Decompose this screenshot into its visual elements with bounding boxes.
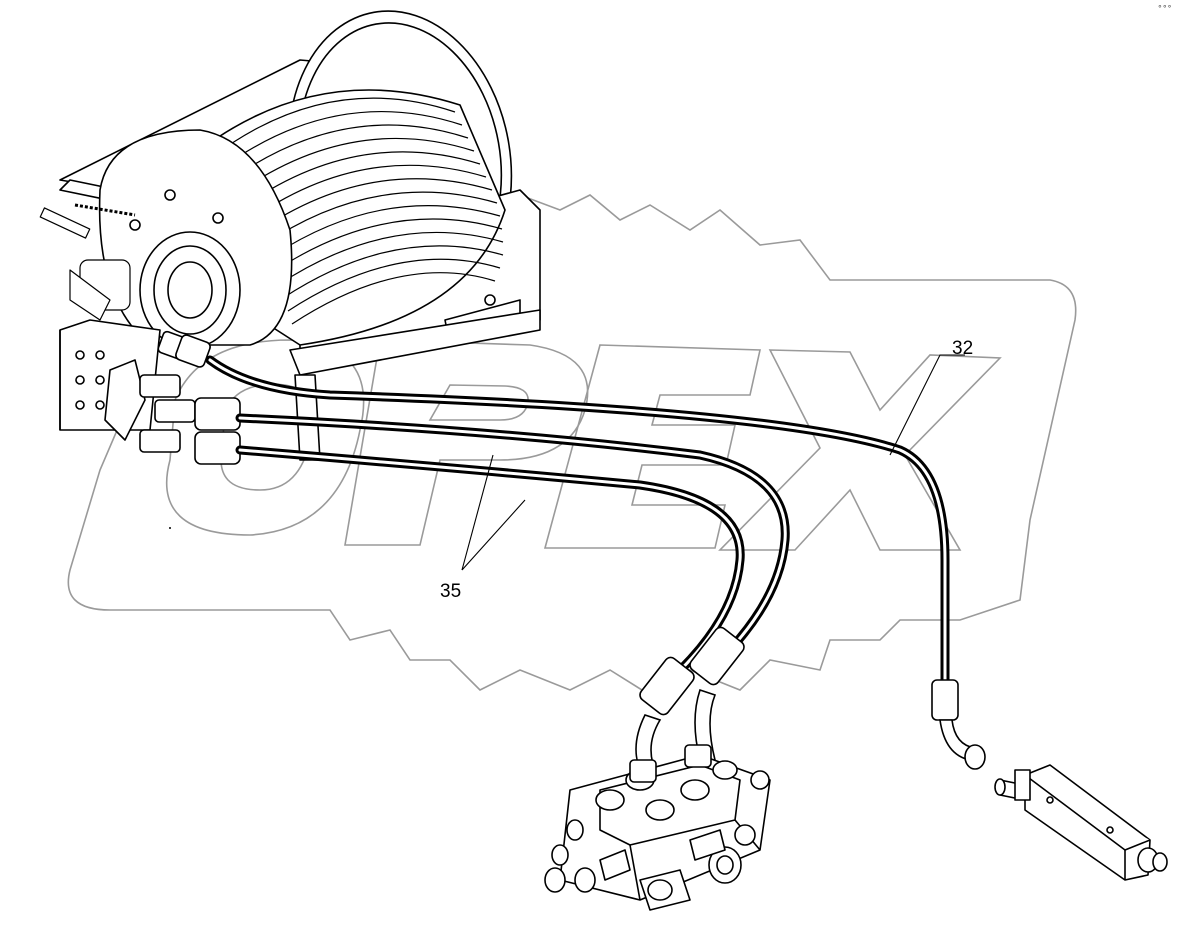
valve-side-ferrules — [635, 626, 986, 771]
hose-ferrule-upper — [194, 397, 241, 431]
watermark-letter-x — [718, 349, 1002, 551]
winch-assembly — [39, 10, 541, 465]
hose-ferrule-motor — [175, 334, 211, 368]
hoses — [205, 355, 950, 695]
corner-mark: °°° — [1157, 4, 1172, 13]
leader-35-b — [461, 499, 526, 571]
hose-32-end-ferrule — [931, 679, 959, 721]
callout-32: 32 — [952, 338, 974, 359]
inline-filter — [994, 764, 1168, 881]
hose-35-lower — [235, 445, 745, 685]
drum-grooves — [214, 97, 504, 325]
control-valve — [544, 744, 771, 911]
winch-front-plate — [289, 309, 541, 376]
callout-35: 35 — [440, 581, 462, 602]
leader-32 — [889, 354, 965, 456]
leader-lines — [461, 354, 965, 571]
watermark-gear — [67, 194, 1077, 696]
hose-ferrule-lower — [194, 431, 241, 465]
stray-dot — [169, 527, 171, 529]
leader-35-a — [461, 454, 494, 571]
brake-spring — [39, 203, 136, 321]
